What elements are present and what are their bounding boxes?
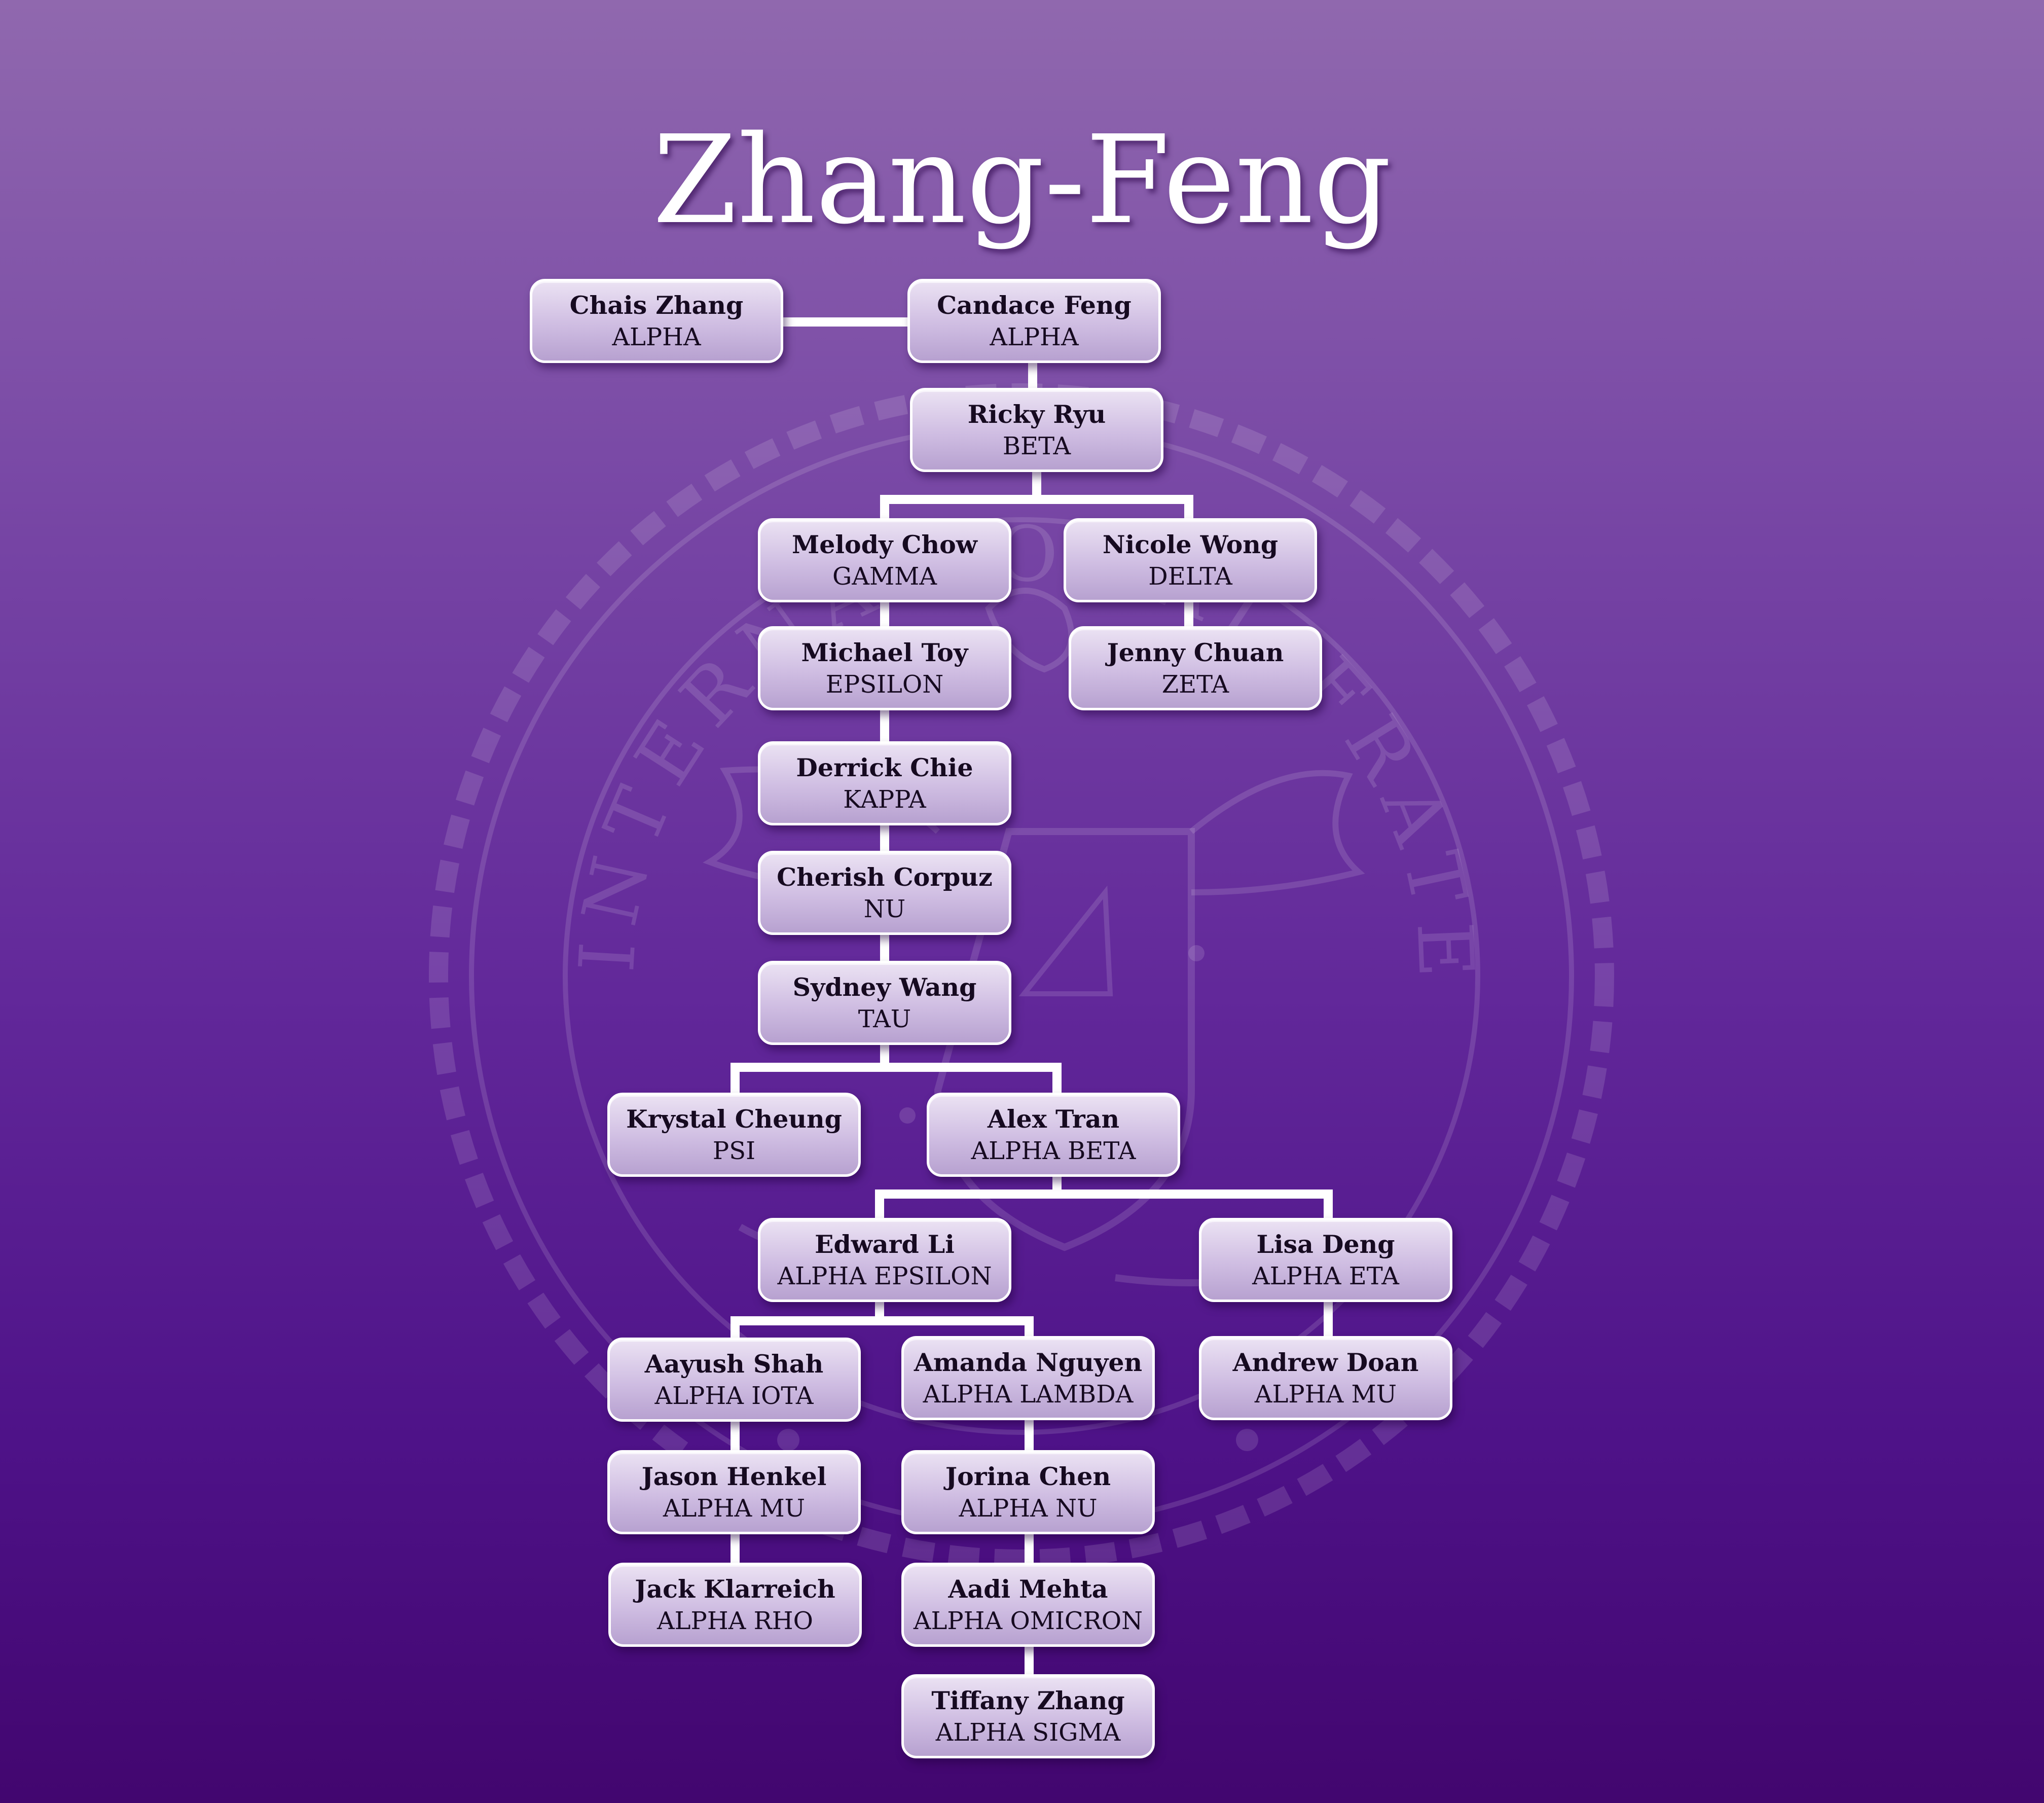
member-chapter: ALPHA MU [1254, 1380, 1397, 1409]
member-name: Chais Zhang [569, 291, 744, 320]
page-title: Zhang-Feng [652, 109, 1392, 251]
member-chapter: NU [863, 895, 906, 923]
member-node-tiffany-zhang: Tiffany Zhang ALPHA SIGMA [901, 1674, 1155, 1758]
member-name: Amanda Nguyen [914, 1348, 1143, 1377]
member-name: Tiffany Zhang [931, 1686, 1125, 1715]
member-node-michael-toy: Michael Toy EPSILON [758, 626, 1011, 710]
member-chapter: GAMMA [832, 562, 937, 591]
member-name: Sydney Wang [792, 972, 977, 1002]
member-name: Aayush Shah [644, 1349, 824, 1379]
member-chapter: ALPHA ETA [1252, 1262, 1399, 1290]
member-node-alex-tran: Alex Tran ALPHA BETA [927, 1093, 1180, 1177]
member-node-melody-chow: Melody Chow GAMMA [758, 518, 1011, 602]
member-chapter: TAU [858, 1005, 911, 1033]
member-name: Nicole Wong [1102, 530, 1279, 559]
member-chapter: ALPHA EPSILON [777, 1262, 992, 1290]
member-chapter: EPSILON [825, 670, 944, 699]
member-name: Michael Toy [801, 638, 968, 667]
member-chapter: ALPHA MU [663, 1494, 806, 1523]
member-node-jack-klarreich: Jack Klarreich ALPHA RHO [608, 1563, 862, 1647]
member-name: Alex Tran [987, 1104, 1120, 1134]
member-name: Candace Feng [937, 291, 1132, 320]
member-name: Edward Li [815, 1230, 955, 1259]
member-chapter: ALPHA [990, 323, 1079, 351]
member-chapter: ALPHA BETA [971, 1137, 1136, 1165]
member-name: Melody Chow [792, 530, 977, 559]
member-node-sydney-wang: Sydney Wang TAU [758, 961, 1011, 1045]
member-chapter: ALPHA SIGMA [935, 1718, 1121, 1747]
member-name: Krystal Cheung [626, 1104, 842, 1134]
member-node-nicole-wong: Nicole Wong DELTA [1064, 518, 1317, 602]
member-name: Jason Henkel [641, 1462, 827, 1491]
member-chapter: ALPHA RHO [657, 1607, 813, 1635]
member-node-jenny-chuan: Jenny Chuan ZETA [1069, 626, 1322, 710]
member-chapter: ALPHA IOTA [654, 1382, 814, 1410]
member-node-aayush-shah: Aayush Shah ALPHA IOTA [607, 1338, 861, 1422]
member-chapter: ZETA [1161, 670, 1229, 699]
member-chapter: DELTA [1148, 562, 1232, 591]
member-node-derrick-chie: Derrick Chie KAPPA [758, 741, 1011, 825]
member-node-cherish-corpuz: Cherish Corpuz NU [758, 851, 1011, 935]
member-chapter: ALPHA LAMBDA [923, 1380, 1134, 1409]
member-node-amanda-nguyen: Amanda Nguyen ALPHA LAMBDA [901, 1336, 1155, 1420]
member-node-krystal-cheung: Krystal Cheung PSI [607, 1093, 861, 1177]
member-name: Aadi Mehta [948, 1574, 1108, 1604]
member-node-andrew-doan: Andrew Doan ALPHA MU [1199, 1336, 1452, 1420]
member-name: Cherish Corpuz [777, 862, 993, 892]
member-chapter: ALPHA [612, 323, 701, 351]
member-chapter: ALPHA NU [959, 1494, 1098, 1523]
member-name: Jenny Chuan [1107, 638, 1284, 667]
member-node-chais-zhang: Chais Zhang ALPHA [530, 279, 783, 363]
member-name: Derrick Chie [796, 753, 973, 782]
member-chapter: BETA [1002, 432, 1071, 460]
member-name: Ricky Ryu [967, 400, 1106, 429]
member-chapter: PSI [712, 1137, 756, 1165]
member-node-aadi-mehta: Aadi Mehta ALPHA OMICRON [901, 1563, 1155, 1647]
member-node-candace-feng: Candace Feng ALPHA [907, 279, 1161, 363]
member-node-edward-li: Edward Li ALPHA EPSILON [758, 1218, 1011, 1302]
member-name: Jorina Chen [945, 1462, 1111, 1491]
member-chapter: ALPHA OMICRON [913, 1607, 1143, 1635]
member-node-lisa-deng: Lisa Deng ALPHA ETA [1199, 1218, 1452, 1302]
member-node-jorina-chen: Jorina Chen ALPHA NU [901, 1450, 1155, 1534]
member-name: Andrew Doan [1232, 1348, 1419, 1377]
member-chapter: KAPPA [843, 785, 926, 814]
member-node-ricky-ryu: Ricky Ryu BETA [910, 388, 1163, 472]
member-name: Lisa Deng [1256, 1230, 1395, 1259]
member-name: Jack Klarreich [635, 1574, 835, 1604]
member-node-jason-henkel: Jason Henkel ALPHA MU [607, 1450, 861, 1534]
